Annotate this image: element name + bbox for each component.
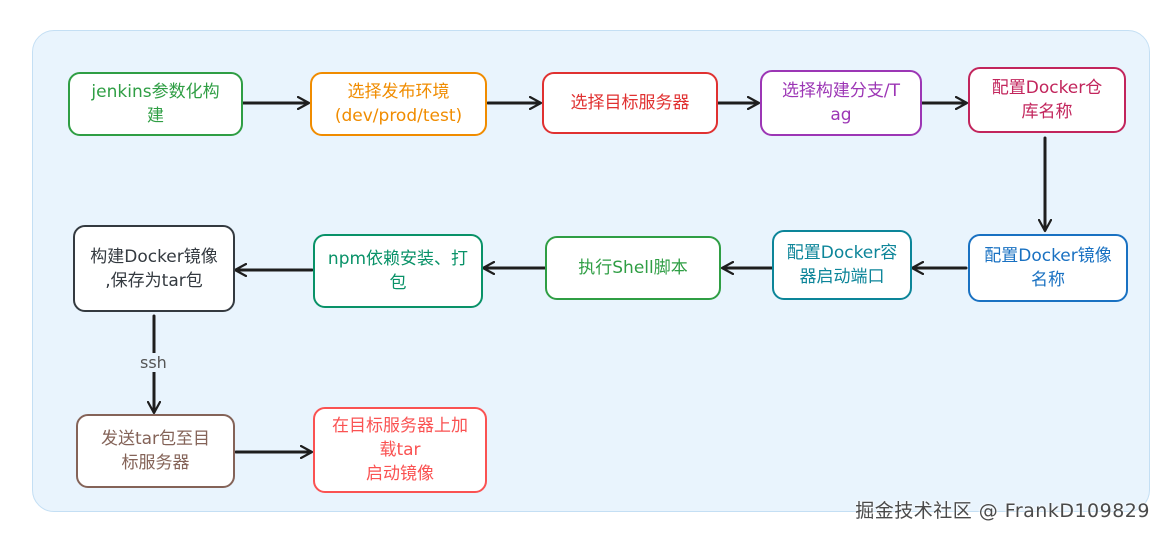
node-build-docker-image[interactable]: 构建Docker镜像 ,保存为tar包 bbox=[73, 225, 235, 312]
watermark: 掘金技术社区 @ FrankD109829 bbox=[855, 500, 1150, 522]
node-select-branch-tag[interactable]: 选择构建分支/T ag bbox=[760, 70, 922, 136]
node-run-shell[interactable]: 执行Shell脚本 bbox=[545, 236, 721, 300]
node-config-docker-image-name[interactable]: 配置Docker镜像 名称 bbox=[968, 234, 1128, 302]
node-select-target-server[interactable]: 选择目标服务器 bbox=[542, 72, 718, 134]
node-npm-install-build[interactable]: npm依赖安装、打 包 bbox=[313, 234, 483, 308]
node-config-docker-repo[interactable]: 配置Docker仓 库名称 bbox=[968, 67, 1126, 133]
node-load-and-start-image[interactable]: 在目标服务器上加 载tar 启动镜像 bbox=[313, 407, 487, 493]
node-send-tar[interactable]: 发送tar包至目 标服务器 bbox=[76, 414, 235, 488]
node-config-container-port[interactable]: 配置Docker容 器启动端口 bbox=[772, 230, 912, 300]
node-jenkins-params[interactable]: jenkins参数化构 建 bbox=[68, 72, 243, 136]
ssh-edge-label: ssh bbox=[138, 353, 169, 372]
node-select-env[interactable]: 选择发布环境 (dev/prod/test) bbox=[310, 72, 487, 136]
